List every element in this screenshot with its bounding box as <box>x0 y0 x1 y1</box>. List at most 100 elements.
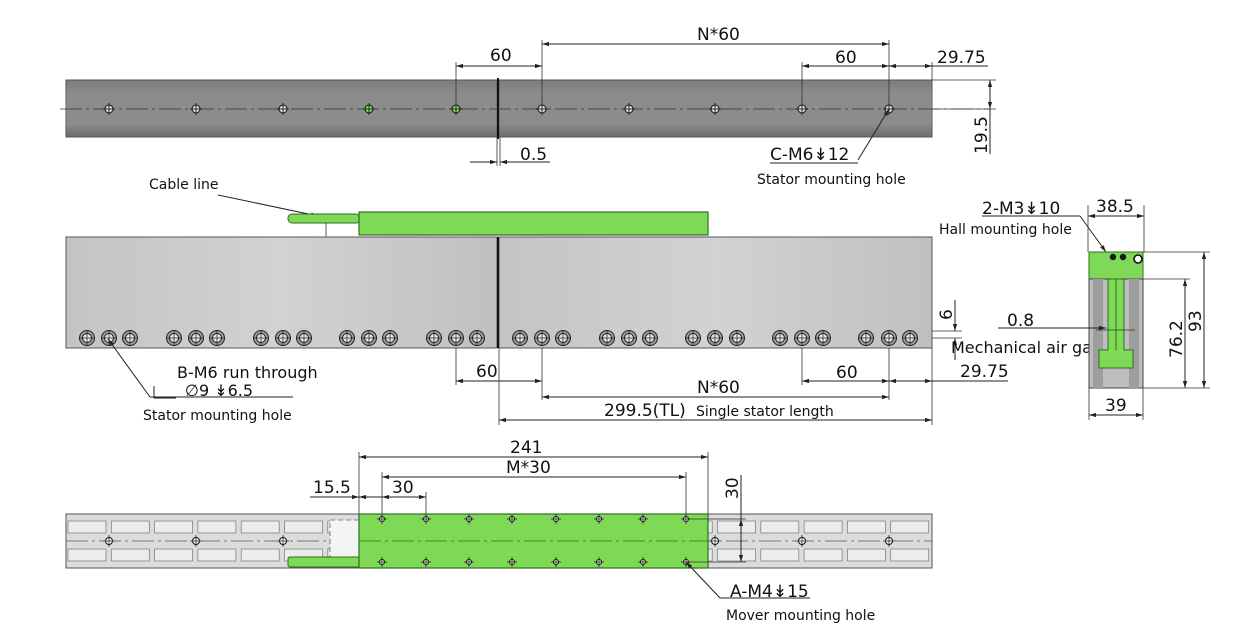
dim-bottom-pitch: 30 <box>392 478 414 498</box>
mover-hole <box>551 557 561 567</box>
counterbore-hole <box>794 330 810 346</box>
dim-end-height-total: 93 <box>1186 310 1206 332</box>
stator-cell <box>717 548 756 562</box>
dim-bottom-edge: 15.5 <box>313 478 351 498</box>
mover-hole <box>551 514 561 524</box>
stator-cell <box>197 520 237 534</box>
counterbore-hole <box>642 330 658 346</box>
mounting-hole <box>709 103 721 115</box>
mounting-hole <box>277 103 289 115</box>
counterbore-hole <box>426 330 442 346</box>
counterbore-hole <box>469 330 485 346</box>
counterbore-hole <box>881 330 897 346</box>
dim-side-edge: 6 <box>937 309 957 320</box>
counterbore-hole <box>534 330 550 346</box>
dim-total-label: Single stator length <box>696 404 834 420</box>
mover-hole <box>464 557 474 567</box>
cable-line-label: Cable line <box>149 177 218 193</box>
mech-gap-value: 0.8 <box>1007 311 1034 331</box>
mechanical-air-gap-label: Mechanical air gap <box>951 338 1102 357</box>
mover-hole <box>507 557 517 567</box>
cable <box>287 213 361 224</box>
bottom-view: 241 M*30 15.5 30 30 A-M4↡15 Mover mounti… <box>65 438 933 624</box>
mover-hole <box>507 514 517 524</box>
side-hole-label: Stator mounting hole <box>143 408 292 424</box>
mover-side <box>358 211 709 236</box>
counterbore-hole <box>122 330 138 346</box>
stator-cell <box>67 520 107 534</box>
dim-side-pitch-n: N*60 <box>697 378 740 398</box>
stator-cell <box>760 548 800 562</box>
counterbore-hole <box>166 330 182 346</box>
top-hole-callout: C-M6↡12 <box>770 145 849 165</box>
dim-bottom-vertical: 30 <box>723 477 743 499</box>
dim-top-pitch-n: N*60 <box>697 25 740 45</box>
counterbore-hole <box>512 330 528 346</box>
dim-top-gap: 0.5 <box>520 145 547 165</box>
stator-cell <box>284 520 323 534</box>
mounting-hole <box>190 103 202 115</box>
bottom-hole-callout: A-M4↡15 <box>730 582 809 602</box>
counterbore-hole <box>382 330 398 346</box>
stator-cell <box>803 548 843 562</box>
stator-side-left <box>65 236 498 349</box>
counterbore-hole <box>815 330 831 346</box>
counterbore-hole <box>707 330 723 346</box>
mover-hole <box>421 557 431 567</box>
stator-cell <box>240 548 280 562</box>
dim-side-pitch-left: 60 <box>476 362 498 382</box>
dim-m-pitch: M*30 <box>506 458 551 478</box>
stator-cell <box>110 548 150 562</box>
counterbore-hole <box>621 330 637 346</box>
side-view: Cable line 6 Mechanical air gap 60 60 29… <box>65 177 1102 425</box>
stator-cell <box>110 520 150 534</box>
hall-callout: 2-M3↡10 <box>982 199 1060 219</box>
dim-end-width-bottom: 39 <box>1105 396 1127 416</box>
dim-end-height-inner: 76.2 <box>1167 320 1187 358</box>
stator-cell <box>890 520 930 534</box>
stator-cell <box>154 520 193 534</box>
counterbore-hole <box>902 330 918 346</box>
counterbore-hole <box>296 330 312 346</box>
counterbore-hole <box>361 330 377 346</box>
mover-hole <box>594 557 604 567</box>
counterbore-hole <box>101 330 117 346</box>
mover-hole <box>594 514 604 524</box>
mover-hole <box>638 557 648 567</box>
side-through-hole-callout: B-M6 run through <box>177 363 318 382</box>
stator-cell <box>847 520 886 534</box>
counterbore-hole <box>858 330 874 346</box>
mover-hole <box>377 557 387 567</box>
dim-side-pitch-right: 60 <box>836 363 858 383</box>
counterbore-hole <box>188 330 204 346</box>
mounting-hole <box>103 103 115 115</box>
counterbore-hole <box>729 330 745 346</box>
dim-side-end-offset: 29.75 <box>960 362 1009 382</box>
counterbore-hole <box>685 330 701 346</box>
counterbore-hole <box>599 330 615 346</box>
counterbore-hole <box>209 330 225 346</box>
stator-cell <box>717 520 756 534</box>
dim-top-pitch-left: 60 <box>490 46 512 66</box>
dim-top-end-offset: 29.75 <box>937 48 986 68</box>
end-view: 2-M3↡10 Hall mounting hole 38.5 0.8 76.2… <box>939 197 1210 420</box>
counterbore-hole <box>253 330 269 346</box>
stator-side-holes <box>79 330 918 346</box>
mover-hole <box>464 514 474 524</box>
stator-cell <box>803 520 843 534</box>
top-hole-label: Stator mounting hole <box>757 172 906 188</box>
mounting-hole <box>363 103 375 115</box>
counterbore-hole <box>772 330 788 346</box>
counterbore-hole <box>339 330 355 346</box>
stator-side-right <box>498 236 933 349</box>
stator-cell <box>890 548 930 562</box>
mounting-hole <box>623 103 635 115</box>
top-view: 60 N*60 60 29.75 19.5 0.5 C-M6↡12 Stator… <box>60 25 996 188</box>
stator-cell <box>760 520 800 534</box>
hall-label: Hall mounting hole <box>939 222 1072 238</box>
counterbore-hole <box>79 330 95 346</box>
bottom-hole-label: Mover mounting hole <box>726 608 875 624</box>
stator-cell <box>847 548 886 562</box>
dim-top-pitch-right: 60 <box>835 48 857 68</box>
